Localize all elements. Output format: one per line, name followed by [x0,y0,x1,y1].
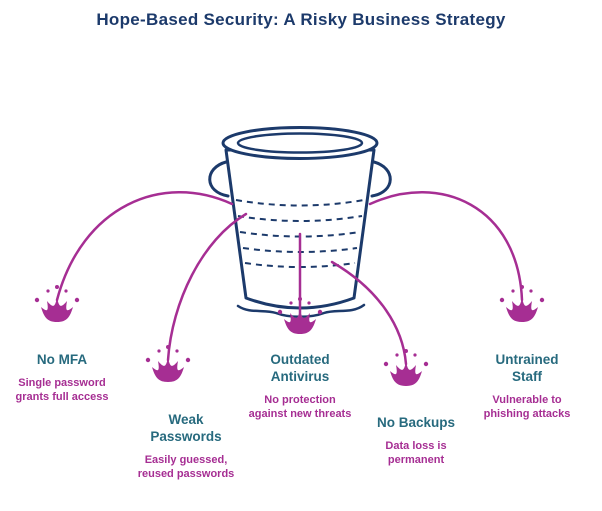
leak-description: Vulnerable to phishing attacks [483,393,571,421]
leak-label-outdated-antivirus: Outdated Antivirus No protection against… [245,352,355,421]
leak-heading: No Backups [376,415,456,430]
leak-label-no-mfa: No MFA Single password grants full acces… [7,352,117,404]
leak-stream-no-mfa [55,191,234,302]
leak-description: Single password grants full access [15,376,109,404]
leak-heading: No MFA [36,352,88,367]
leak-label-no-backups: No Backups Data loss is permanent [361,415,471,467]
leak-description: Data loss is permanent [385,439,447,467]
leak-description: No protection against new threats [248,393,352,421]
leak-heading: Weak Passwords [150,412,222,444]
leak-stream-weak-passwords [166,212,248,362]
bucket-handle-left-icon [208,160,230,198]
splash-icon-no-mfa [34,285,80,322]
leak-stream-untrained-staff [368,191,524,302]
leak-label-weak-passwords: Weak Passwords Easily guessed, reused pa… [131,412,241,481]
leak-label-untrained-staff: Untrained Staff Vulnerable to phishing a… [472,352,582,421]
leak-stream-no-backups [330,260,408,366]
bucket-handle-right-icon [370,160,392,198]
leak-description: Easily guessed, reused passwords [137,453,235,481]
leak-heading: Untrained Staff [495,352,559,384]
page-title: Hope-Based Security: A Risky Business St… [96,10,506,29]
leak-heading: Outdated Antivirus [270,352,330,384]
